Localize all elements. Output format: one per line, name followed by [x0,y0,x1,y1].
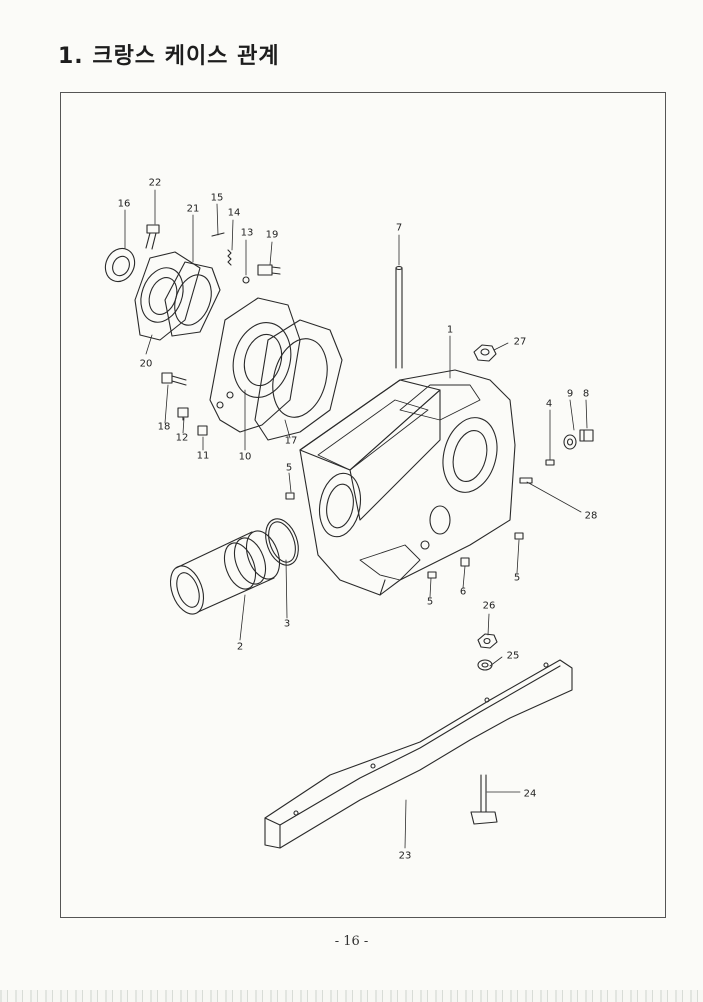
part-23-bracket-beam [264,659,573,849]
part-18-bolt [161,372,187,386]
part-4-pin [545,459,555,466]
part-28-pin [519,477,533,484]
callout-23: 23 [398,850,412,862]
callout-5-b: 5 [426,596,434,608]
part-5-pin-b [427,571,437,579]
callout-5-a: 5 [285,462,293,474]
part-7-stud-bolt [395,265,403,369]
callout-14: 14 [227,207,241,219]
callout-4: 4 [545,398,553,410]
part-16-oil-seal [104,247,136,283]
part-27-nut [473,344,497,362]
callout-3: 3 [283,618,291,630]
callout-6: 6 [459,586,467,598]
page-title: 1. 크랑스 케이스 관계 [58,44,280,69]
part-12-plug [177,407,189,421]
callout-13: 13 [240,227,254,239]
callout-26: 26 [482,600,496,612]
part-14-spring [227,249,232,266]
callout-24: 24 [523,788,537,800]
callout-12-label: 12 [175,432,189,444]
part-22-bolt [145,224,160,250]
callout-15: 15 [210,192,224,204]
part-19-bolt [257,264,281,276]
part-5-pin-c [514,532,524,540]
part-17-gasket [254,319,343,441]
part-15-pin [211,232,225,237]
part-10-side-cover [209,297,301,433]
callout-2: 2 [236,641,244,653]
callout-27: 27 [513,336,527,348]
scan-artifact-strip [0,990,703,1002]
callout-22: 22 [148,177,162,189]
callout-19: 19 [265,229,279,241]
leader-lines [124,189,588,849]
part-6-pin [460,557,470,567]
callout-5-c: 5 [513,572,521,584]
page-number: - 16 - [334,934,369,949]
callout-16: 16 [117,198,131,210]
callout-1: 1 [446,324,454,336]
callout-21: 21 [186,203,200,215]
part-21-gasket [164,261,221,337]
callout-25: 25 [506,650,520,662]
callout-9: 9 [566,388,574,400]
part-11-plug [197,425,208,436]
part-25-washer [477,659,493,671]
callout-28: 28 [584,510,598,522]
part-2-cylinder-liner [169,530,281,615]
diagram-frame [60,92,666,918]
part-1-crankcase [299,369,516,596]
part-5-pin-a [285,492,295,500]
callout-18: 18 [157,421,171,433]
callout-11-label: 11 [196,450,210,462]
part-26-nut [477,633,498,649]
part-3-o-ring [265,518,299,566]
callout-10-label: 10 [238,451,252,463]
part-13-ball [242,276,250,284]
callout-8-label: 8 [582,388,590,400]
part-8-plug [579,429,594,442]
callout-17: 17 [284,435,298,447]
callout-7: 7 [395,222,403,234]
callout-20: 20 [139,358,153,370]
part-24-t-bolt [470,774,498,825]
part-9-washer [563,434,577,450]
